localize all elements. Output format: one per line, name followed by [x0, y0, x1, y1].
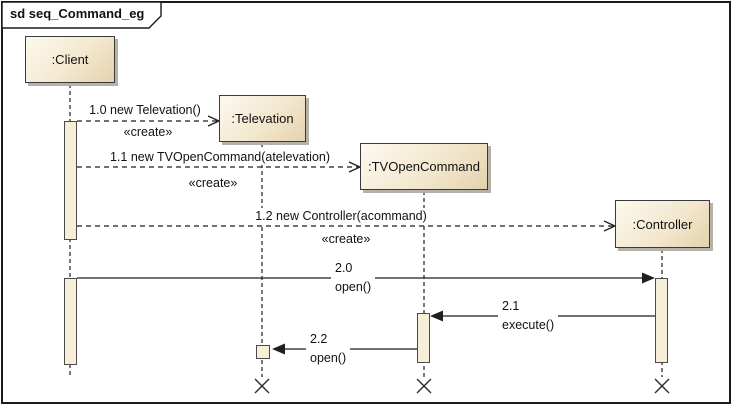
message-number: 2.1	[502, 299, 520, 313]
message-label-2-0: 2.0 open()	[331, 259, 376, 297]
filled-arrowhead-icon	[642, 272, 655, 284]
message-stereotype-1-1: «create»	[185, 175, 241, 191]
lifeline-box-controller: :Controller	[615, 200, 710, 248]
message-number: 2.0	[335, 261, 353, 275]
lifeline-label: :Controller	[632, 216, 693, 232]
message-label-1-2: 1.2 new Controller(acommand)	[252, 208, 430, 224]
message-operation: open()	[335, 280, 372, 294]
frame-title-tab	[1, 1, 162, 29]
diagram-title: sd seq_Command_eg	[10, 6, 145, 21]
lifeline-box-client: :Client	[25, 36, 115, 83]
message-label-1-1: 1.1 new TVOpenCommand(atelevation)	[106, 149, 334, 165]
activation-bar-client-1	[64, 121, 77, 240]
message-stereotype-1-2: «create»	[318, 231, 374, 247]
message-label-2-1: 2.1 execute()	[498, 297, 559, 335]
message-label-1-0: 1.0 new Televation()	[86, 102, 204, 118]
activation-square-televation	[256, 345, 270, 359]
activation-bar-tvopencommand	[417, 313, 430, 363]
lifeline-box-tvopencommand: :TVOpenCommand	[360, 143, 488, 190]
message-operation: open()	[310, 351, 347, 365]
lifeline-box-televation: :Televation	[219, 95, 306, 142]
lifeline-label: :TVOpenCommand	[368, 159, 480, 174]
destruction-x-icon	[416, 378, 432, 394]
filled-arrowhead-icon	[272, 343, 285, 355]
activation-bar-client-2	[64, 278, 77, 365]
lifeline-label: :Client	[51, 52, 89, 67]
message-operation: execute()	[502, 318, 555, 332]
message-stereotype-1-0: «create»	[120, 124, 176, 140]
activation-bar-controller	[655, 278, 668, 363]
message-label-2-2: 2.2 open()	[306, 330, 351, 368]
destruction-x-icon	[654, 378, 670, 394]
message-number: 2.2	[310, 332, 328, 346]
filled-arrowhead-icon	[430, 310, 443, 322]
destruction-x-icon	[254, 378, 270, 394]
lifeline-label: :Televation	[231, 111, 294, 126]
